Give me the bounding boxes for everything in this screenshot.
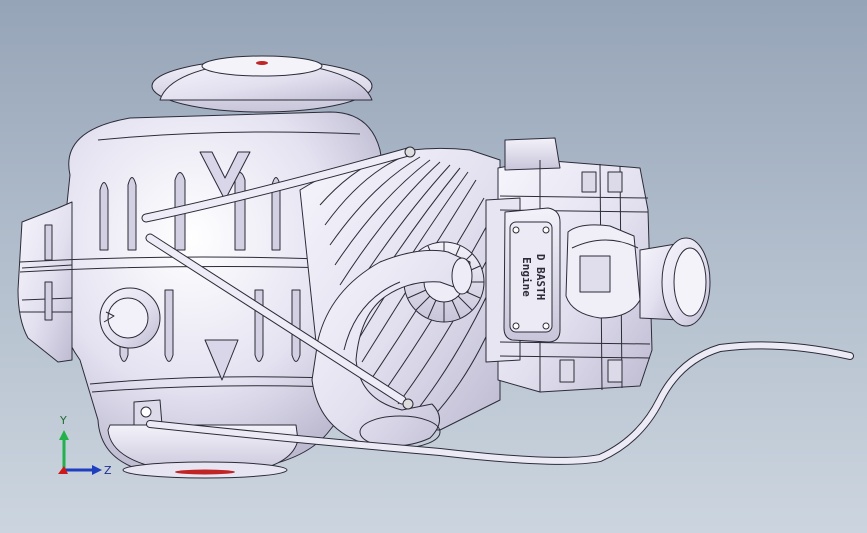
intake-trumpet [639, 237, 711, 327]
pushrod-tubes [141, 146, 416, 410]
engine-nameplate: D BASTH Engine [520, 254, 547, 300]
z-axis-arrow [92, 465, 102, 475]
y-axis-label: Y [59, 414, 67, 427]
top-dome [151, 55, 373, 113]
nameplate-line1: D BASTH [534, 254, 547, 300]
y-axis-arrow [59, 430, 69, 440]
nameplate-line2: Engine [520, 257, 533, 297]
z-axis-label: Z [104, 464, 112, 477]
fuel-line [146, 341, 854, 465]
valve-cover [503, 207, 561, 343]
coordinate-triad: Y Z [58, 414, 112, 477]
crankcase-port [99, 287, 161, 349]
x-axis-arrow [58, 466, 68, 474]
exhaust-pipe [311, 249, 473, 449]
intake-port [565, 224, 641, 319]
